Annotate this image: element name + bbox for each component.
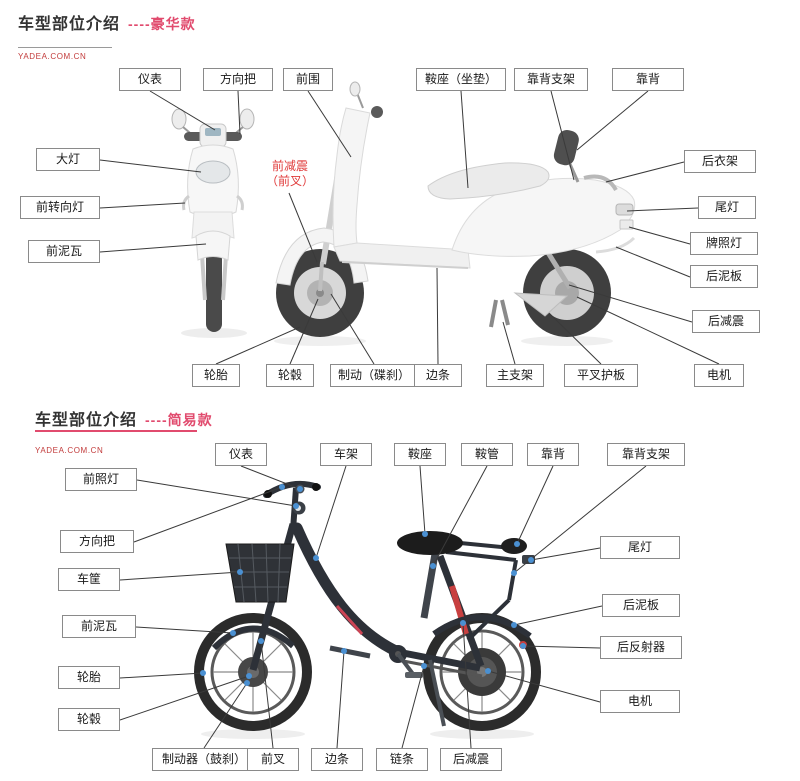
- front-shock-line2: （前叉）: [265, 174, 314, 188]
- label-deluxe-front-shock: 前减震 （前叉）: [257, 159, 323, 189]
- header-rule-deluxe: [18, 47, 112, 48]
- label-deluxe-rear-shock: 后减震: [692, 310, 760, 333]
- label-simple-front-fender: 前泥瓦: [62, 615, 136, 638]
- pointer-dots: [200, 484, 534, 686]
- label-simple-rear-mudguard: 后泥板: [602, 594, 680, 617]
- label-deluxe-plate-light: 牌照灯: [690, 232, 758, 255]
- leader-lines-deluxe: [99, 90, 720, 365]
- label-deluxe-tire: 轮胎: [192, 364, 240, 387]
- label-simple-side-strip: 边条: [311, 748, 363, 771]
- watermark-deluxe: YADEA.COM.CN: [18, 52, 87, 61]
- label-deluxe-tail-light: 尾灯: [698, 196, 756, 219]
- label-deluxe-backrest: 靠背: [612, 68, 684, 91]
- label-deluxe-wheel-hub: 轮毂: [266, 364, 314, 387]
- label-simple-wheel-hub: 轮毂: [58, 708, 120, 731]
- label-simple-chain: 链条: [376, 748, 428, 771]
- section-simple-subtitle: ----简易款: [145, 412, 213, 428]
- watermark-simple: YADEA.COM.CN: [35, 446, 104, 455]
- label-deluxe-swingarm-guard: 平叉护板: [564, 364, 638, 387]
- label-simple-brake: 制动器（鼓刹）: [152, 748, 256, 771]
- label-deluxe-rear-rack: 后衣架: [684, 150, 756, 173]
- label-deluxe-front-cover: 前围: [283, 68, 333, 91]
- header-rule-simple: [35, 430, 197, 432]
- label-simple-frame: 车架: [320, 443, 372, 466]
- label-simple-saddle: 鞍座: [394, 443, 446, 466]
- label-deluxe-front-turn-signal: 前转向灯: [20, 196, 100, 219]
- label-deluxe-saddle: 鞍座（坐垫）: [416, 68, 506, 91]
- label-deluxe-main-stand: 主支架: [486, 364, 544, 387]
- label-simple-saddle-tube: 鞍管: [461, 443, 513, 466]
- label-simple-basket: 车筐: [58, 568, 120, 591]
- label-simple-front-fork: 前叉: [247, 748, 299, 771]
- leader-lines-simple: [119, 465, 647, 749]
- section-deluxe-header: 车型部位介绍 ----豪华款: [18, 10, 196, 34]
- label-simple-handlebar: 方向把: [60, 530, 134, 553]
- section-deluxe-title: 车型部位介绍: [18, 16, 121, 33]
- front-shock-line1: 前减震: [271, 159, 308, 173]
- section-deluxe-subtitle: ----豪华款: [128, 16, 196, 32]
- label-simple-rear-reflector: 后反射器: [600, 636, 682, 659]
- label-simple-tire: 轮胎: [58, 666, 120, 689]
- section-simple-header: 车型部位介绍 ----简易款: [35, 406, 213, 430]
- label-deluxe-motor: 电机: [694, 364, 744, 387]
- label-simple-motor: 电机: [600, 690, 680, 713]
- simple-model-illustration: [194, 480, 541, 739]
- deluxe-side-view-illustration: [274, 81, 636, 346]
- label-deluxe-backrest-bracket: 靠背支架: [514, 68, 588, 91]
- label-simple-instrument: 仪表: [215, 443, 267, 466]
- label-deluxe-instrument: 仪表: [119, 68, 181, 91]
- label-simple-headlight: 前照灯: [65, 468, 137, 491]
- label-simple-backrest: 靠背: [527, 443, 579, 466]
- label-simple-backrest-bracket: 靠背支架: [607, 443, 685, 466]
- label-deluxe-rear-mudguard: 后泥板: [690, 265, 758, 288]
- label-simple-rear-shock: 后减震: [440, 748, 502, 771]
- label-deluxe-side-strip: 边条: [414, 364, 462, 387]
- deluxe-front-view-illustration: [171, 108, 255, 338]
- label-simple-tail-light: 尾灯: [600, 536, 680, 559]
- label-deluxe-headlight: 大灯: [36, 148, 100, 171]
- label-deluxe-brake: 制动（碟刹）: [330, 364, 418, 387]
- label-deluxe-front-fender: 前泥瓦: [28, 240, 100, 263]
- label-deluxe-handlebar: 方向把: [203, 68, 273, 91]
- section-simple-title: 车型部位介绍: [35, 412, 138, 429]
